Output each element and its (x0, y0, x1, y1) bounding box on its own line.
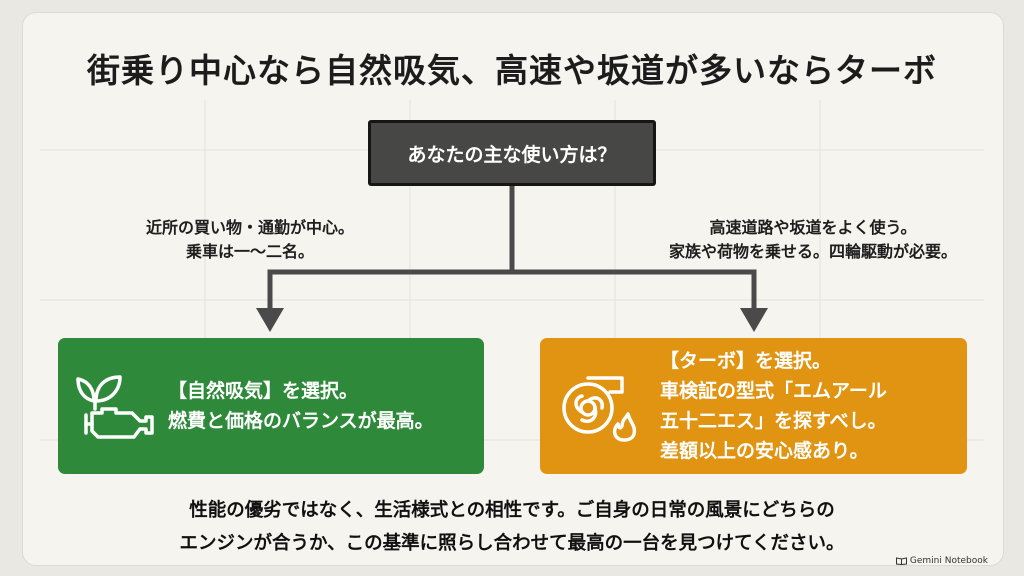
brand-text: Gemini Notebook (909, 556, 988, 566)
condition-left-line-1: 近所の買い物・通勤が中心。 (145, 218, 354, 237)
turbo-flame-icon (562, 376, 637, 442)
brand-mark: Gemini Notebook (895, 556, 988, 566)
footer-line-1: 性能の優劣ではなく、生活様式との相性です。ご自身の日常の風景にどちらの (189, 500, 835, 521)
arrow-right (740, 308, 768, 332)
card-natural-aspiration: 【自然吸気】を選択。 燃費と価格のバランスが最高。 (58, 338, 484, 474)
condition-left: 近所の買い物・通勤が中心。 乗車は一〜二名。 (130, 216, 370, 264)
book-icon (895, 557, 907, 565)
card-turbo-line-4: 差額以上の安心感あり。 (660, 440, 869, 462)
page-title: 街乗り中心なら自然吸気、高速や坂道が多いならターボ (87, 51, 937, 90)
engine-leaf-icon (76, 375, 154, 439)
card-na-text: 【自然吸気】を選択。 燃費と価格のバランスが最高。 (168, 376, 434, 436)
question-box: あなたの主な使い方は？ (368, 120, 656, 186)
card-turbo-line-3: 五十二エス」を探すべし。 (660, 410, 887, 432)
card-na-line-2: 燃費と価格のバランスが最高。 (168, 410, 434, 432)
condition-right-line-2: 家族や荷物を乗せる。四輪駆動が必要。 (668, 242, 957, 261)
arrow-left (256, 308, 284, 332)
card-turbo: 【ターボ】を選択。 車検証の型式「エムアール 五十二エス」を探すべし。 差額以上… (540, 338, 967, 474)
card-na-line-1: 【自然吸気】を選択。 (168, 380, 359, 402)
card-turbo-line-1: 【ターボ】を選択。 (660, 350, 832, 372)
card-turbo-text: 【ターボ】を選択。 車検証の型式「エムアール 五十二エス」を探すべし。 差額以上… (660, 346, 887, 466)
connector-branch (267, 269, 757, 310)
condition-right-line-1: 高速道路や坂道をよく使う。 (709, 218, 917, 237)
card-turbo-line-2: 車検証の型式「エムアール (660, 380, 887, 402)
condition-left-line-2: 乗車は一〜二名。 (185, 242, 314, 261)
question-text: あなたの主な使い方は？ (407, 143, 617, 166)
condition-right: 高速道路や坂道をよく使う。 家族や荷物を乗せる。四輪駆動が必要。 (648, 216, 978, 264)
footer-note: 性能の優劣ではなく、生活様式との相性です。ご自身の日常の風景にどちらの エンジン… (0, 494, 1024, 560)
footer-line-2: エンジンが合うか、この基準に照らし合わせて最高の一台を見つけてください。 (179, 533, 845, 554)
